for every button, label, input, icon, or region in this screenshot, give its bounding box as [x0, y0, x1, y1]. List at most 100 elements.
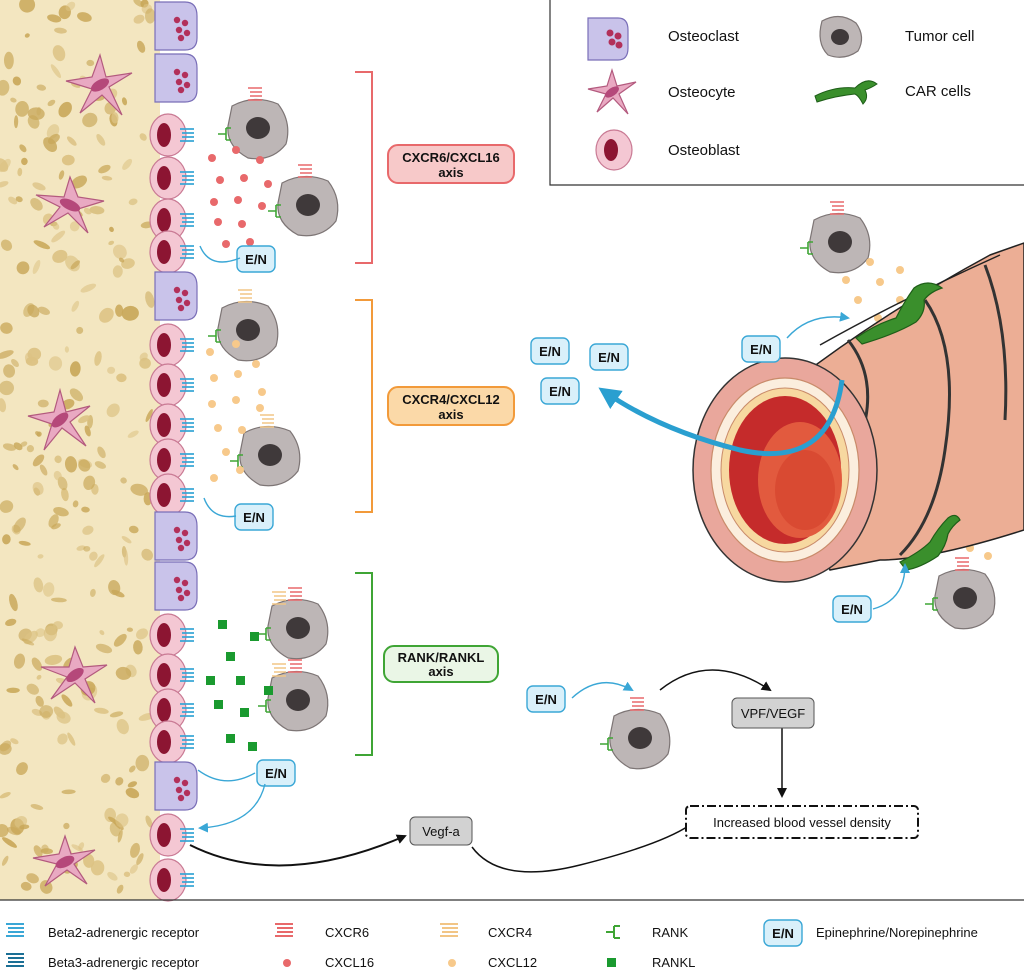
osteoblast: [149, 653, 194, 697]
cxcl16-dot: [234, 196, 242, 204]
cxcl12-dot: [896, 266, 904, 274]
cxcl12-dot: [866, 258, 874, 266]
bone-pore: [57, 733, 68, 745]
osteoblast: [149, 858, 194, 902]
cxcr4-receptor: [272, 591, 286, 605]
chemokine-receptor: [288, 659, 302, 673]
bone-pore: [122, 158, 133, 170]
rankl-square: [206, 676, 215, 685]
bone-pore: [54, 455, 62, 464]
legend-beta3-label: Beta3-adrenergic receptor: [48, 955, 200, 970]
bone-pore: [52, 45, 66, 62]
cxcl16-dot: [232, 146, 240, 154]
bone-pore: [98, 164, 111, 174]
rank-receptor: [925, 597, 938, 611]
bone-pore: [53, 470, 62, 481]
osteoblast: [149, 113, 194, 157]
rank-icon: [606, 925, 620, 939]
legend-beta2-label: Beta2-adrenergic receptor: [48, 925, 200, 940]
cxcl12-dot: [236, 466, 244, 474]
bone-pore: [26, 445, 35, 453]
bone-pore: [133, 640, 143, 655]
cxcr6-receptor-icon: [275, 923, 293, 937]
bone-pore: [3, 51, 14, 70]
bone-pore: [5, 618, 17, 627]
bone-lining-cells: [149, 1, 198, 902]
rankl-icon: [607, 958, 616, 967]
bone-pore: [33, 845, 43, 857]
osteoblast: [149, 156, 194, 200]
bone-pore: [83, 853, 95, 868]
bone-pore: [37, 399, 49, 408]
bone-pore: [26, 873, 39, 884]
bone-pore: [144, 8, 156, 24]
bone-pore: [15, 196, 23, 203]
bone-pore: [112, 244, 127, 260]
bone-pore: [108, 240, 115, 246]
bone-pore: [61, 487, 69, 502]
en-label: E/N: [535, 692, 557, 707]
bone-pore: [35, 695, 44, 707]
en-connectors: [197, 245, 910, 833]
legend-osteoblast-label: Osteoblast: [668, 142, 741, 159]
bone-pore: [20, 881, 32, 891]
osteoblast: [149, 323, 194, 367]
en-label: E/N: [598, 350, 620, 365]
bone-pore: [0, 791, 11, 799]
bone-pore: [51, 597, 67, 603]
beta2-receptor-icon: [6, 923, 24, 937]
tumor-cell: [600, 697, 671, 770]
bone-pore: [83, 475, 96, 491]
bone-pore: [128, 525, 139, 534]
bone-pore: [58, 101, 72, 118]
car-cell: [855, 282, 944, 345]
bone-pore: [57, 476, 68, 491]
cxcr4-receptor-icon: [440, 923, 458, 937]
bone-pore: [115, 304, 124, 317]
bone-pore: [48, 356, 63, 371]
en-box: E/N: [236, 245, 276, 273]
cxcr6-axis-suffix: axis: [438, 165, 463, 180]
en-label: E/N: [243, 510, 265, 525]
bone-pore: [71, 175, 87, 189]
beta2-receptor: [180, 171, 194, 185]
bone-pore: [47, 133, 60, 145]
bone-pore: [25, 356, 39, 366]
bone-pore: [123, 548, 129, 566]
cxcl16-icon: [283, 959, 291, 967]
tumor-cell: [925, 557, 996, 630]
beta2-receptor: [180, 828, 194, 842]
cxcl12-dot: [876, 278, 884, 286]
vegf-a-label: Vegf-a: [422, 824, 460, 839]
bone-pore: [129, 864, 138, 874]
osteoclast-icon: [587, 17, 629, 61]
rank-receptor: [218, 127, 231, 141]
bone-pore: [56, 711, 71, 724]
bone-pore: [77, 12, 92, 22]
beta2-receptor: [180, 703, 194, 717]
bone-pore: [63, 822, 70, 830]
rank-axis-box: [383, 645, 499, 683]
tumor-cell: [208, 289, 279, 362]
bone-pore: [52, 249, 68, 263]
osteocyte: [35, 175, 105, 234]
bone-pore: [84, 425, 91, 437]
bone-pore: [64, 346, 70, 353]
bone-pore: [101, 175, 113, 181]
bone-pore: [0, 322, 13, 334]
bone-pore: [121, 97, 128, 106]
cxcl16-dot: [214, 218, 222, 226]
bone-pore: [99, 307, 114, 323]
bottom-legend: Beta2-adrenergic receptor Beta3-adrenerg…: [0, 899, 1024, 970]
bone-pore: [0, 239, 13, 251]
bone-pore: [136, 853, 144, 866]
beta2-receptor: [180, 453, 194, 467]
bone-pore: [15, 101, 29, 117]
cxcl12-dot: [252, 360, 260, 368]
osteoblast: [149, 613, 194, 657]
osteoblast: [149, 720, 194, 764]
bone-pore: [82, 112, 98, 128]
bone-pore: [90, 588, 96, 597]
rank-receptor: [258, 699, 271, 713]
